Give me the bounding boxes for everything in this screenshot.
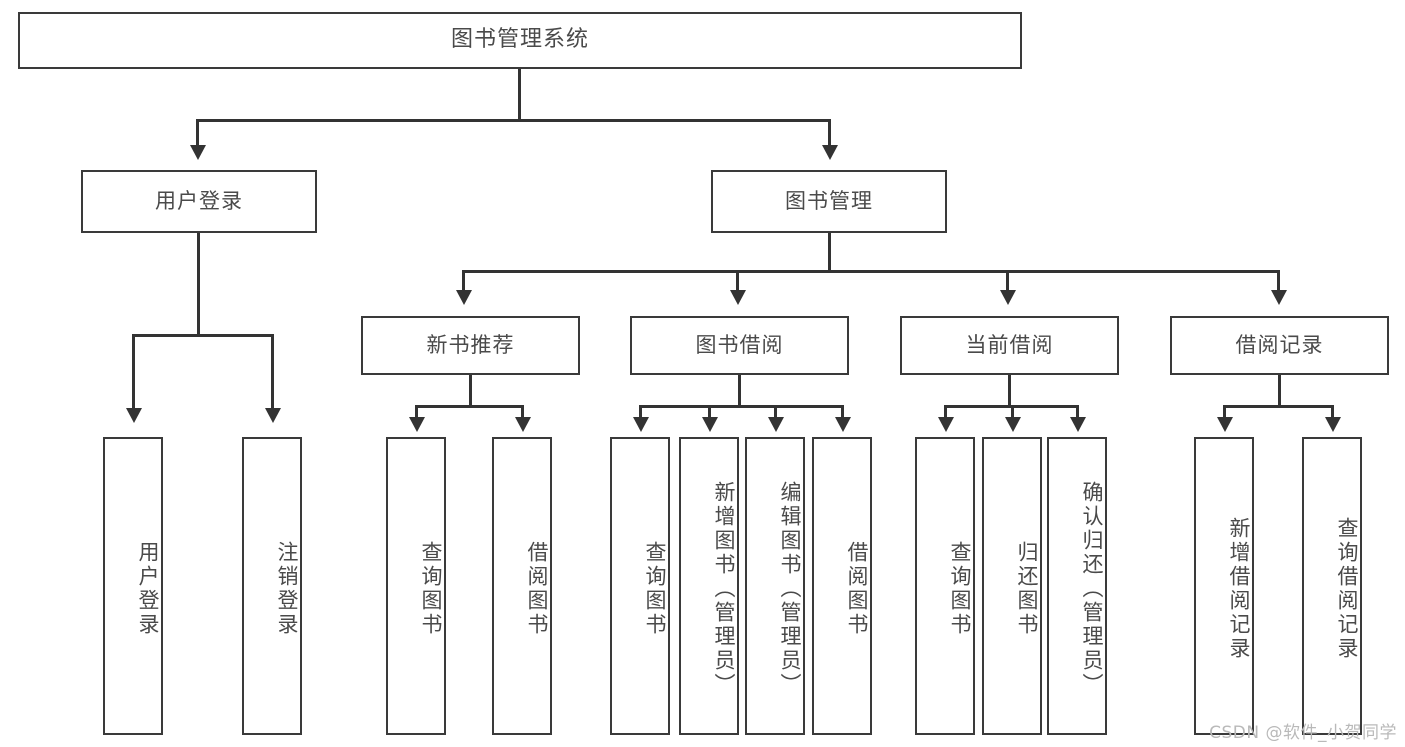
node-label: 图书管理	[785, 188, 873, 213]
connector-book-manage-drop-2	[736, 270, 739, 292]
node-label: 借阅图书	[845, 541, 869, 637]
leaf-current-borrow-query[interactable]: 查询图书	[915, 437, 975, 735]
node-label: 新增图书（管理员）	[712, 481, 736, 697]
node-new-book-recommend[interactable]: 新书推荐	[361, 316, 580, 375]
node-current-borrow[interactable]: 当前借阅	[900, 316, 1119, 375]
node-label: 借阅图书	[525, 541, 549, 637]
leaf-book-borrow-lend[interactable]: 借阅图书	[812, 437, 872, 735]
connector-book-manage-drop-4	[1277, 270, 1280, 292]
node-borrow-record[interactable]: 借阅记录	[1170, 316, 1389, 375]
leaf-book-borrow-add[interactable]: 新增图书（管理员）	[679, 437, 739, 735]
leaf-user-login-signout[interactable]: 注销登录	[242, 437, 302, 735]
arrow-user-login-leaf-2	[265, 408, 281, 423]
node-book-borrow[interactable]: 图书借阅	[630, 316, 849, 375]
connector-user-login-drop-1	[132, 334, 135, 410]
node-book-management[interactable]: 图书管理	[711, 170, 947, 233]
node-label: 借阅记录	[1235, 332, 1324, 357]
connector-book-borrow-drop-3	[774, 405, 777, 419]
arrow-book-borrow-leaf-4	[835, 417, 851, 432]
leaf-new-book-borrow[interactable]: 借阅图书	[492, 437, 552, 735]
leaf-borrow-record-query[interactable]: 查询借阅记录	[1302, 437, 1362, 735]
node-root-system[interactable]: 图书管理系统	[18, 12, 1022, 69]
node-user-login[interactable]: 用户登录	[81, 170, 317, 233]
connector-book-manage-drop-1	[462, 270, 465, 292]
node-label: 归还图书	[1015, 541, 1039, 637]
connector-current-borrow-drop-3	[1076, 405, 1079, 419]
connector-borrow-record-bus	[1224, 405, 1334, 408]
connector-book-borrow-bus	[640, 405, 844, 408]
node-label: 新增借阅记录	[1227, 517, 1251, 661]
connector-book-borrow-stem	[738, 375, 741, 407]
arrow-current-borrow-leaf-1	[938, 417, 954, 432]
connector-current-borrow-stem	[1008, 375, 1011, 407]
arrow-book-manage-child-1	[456, 290, 472, 305]
node-label: 编辑图书（管理员）	[778, 481, 802, 697]
connector-root-to-user-login	[196, 119, 199, 147]
connector-book-borrow-drop-1	[639, 405, 642, 419]
arrow-book-manage-child-4	[1271, 290, 1287, 305]
node-label: 注销登录	[275, 541, 299, 637]
node-label: 查询图书	[419, 541, 443, 637]
connector-book-borrow-drop-4	[841, 405, 844, 419]
arrow-book-borrow-leaf-1	[633, 417, 649, 432]
csdn-watermark: CSDN @软件_小贺同学	[1209, 723, 1397, 743]
arrow-user-login-leaf-1	[126, 408, 142, 423]
connector-current-borrow-drop-2	[1011, 405, 1014, 419]
node-label: 查询图书	[643, 541, 667, 637]
connector-root-to-book-manage	[828, 119, 831, 147]
connector-user-login-stem	[197, 233, 200, 336]
connector-book-manage-stem	[828, 233, 831, 273]
arrow-book-manage-child-2	[730, 290, 746, 305]
arrow-root-to-book-manage	[822, 145, 838, 160]
connector-borrow-record-drop-1	[1223, 405, 1226, 419]
node-label: 图书管理系统	[450, 27, 589, 53]
connector-current-borrow-drop-1	[944, 405, 947, 419]
connector-book-manage-bus	[463, 270, 1280, 273]
node-label: 查询借阅记录	[1335, 517, 1359, 661]
connector-borrow-record-stem	[1278, 375, 1281, 407]
connector-new-book-bus	[416, 405, 524, 408]
connector-user-login-bus	[133, 334, 274, 337]
connector-user-login-drop-2	[271, 334, 274, 410]
connector-root-stem	[518, 69, 521, 121]
arrow-current-borrow-leaf-3	[1070, 417, 1086, 432]
node-label: 查询图书	[948, 541, 972, 637]
node-label: 确认归还（管理员）	[1080, 481, 1104, 697]
connector-new-book-drop-1	[415, 405, 418, 419]
node-label: 用户登录	[155, 188, 243, 213]
leaf-book-borrow-query[interactable]: 查询图书	[610, 437, 670, 735]
leaf-borrow-record-add[interactable]: 新增借阅记录	[1194, 437, 1254, 735]
connector-book-borrow-drop-2	[708, 405, 711, 419]
leaf-current-borrow-confirm[interactable]: 确认归还（管理员）	[1047, 437, 1107, 735]
leaf-book-borrow-edit[interactable]: 编辑图书（管理员）	[745, 437, 805, 735]
connector-borrow-record-drop-2	[1331, 405, 1334, 419]
node-label: 用户登录	[136, 541, 160, 637]
arrow-root-to-user-login	[190, 145, 206, 160]
arrow-new-book-leaf-1	[409, 417, 425, 432]
node-label: 当前借阅	[965, 332, 1054, 357]
arrow-borrow-record-leaf-2	[1325, 417, 1341, 432]
arrow-borrow-record-leaf-1	[1217, 417, 1233, 432]
leaf-user-login-signin[interactable]: 用户登录	[103, 437, 163, 735]
node-label: 图书借阅	[695, 332, 784, 357]
node-label: 新书推荐	[426, 332, 515, 357]
connector-book-manage-drop-3	[1006, 270, 1009, 292]
arrow-book-manage-child-3	[1000, 290, 1016, 305]
connector-new-book-drop-2	[521, 405, 524, 419]
connector-root-bus	[197, 119, 831, 122]
arrow-book-borrow-leaf-2	[702, 417, 718, 432]
arrow-book-borrow-leaf-3	[768, 417, 784, 432]
connector-new-book-stem	[469, 375, 472, 407]
leaf-new-book-query[interactable]: 查询图书	[386, 437, 446, 735]
leaf-current-borrow-return[interactable]: 归还图书	[982, 437, 1042, 735]
arrow-current-borrow-leaf-2	[1005, 417, 1021, 432]
arrow-new-book-leaf-2	[515, 417, 531, 432]
